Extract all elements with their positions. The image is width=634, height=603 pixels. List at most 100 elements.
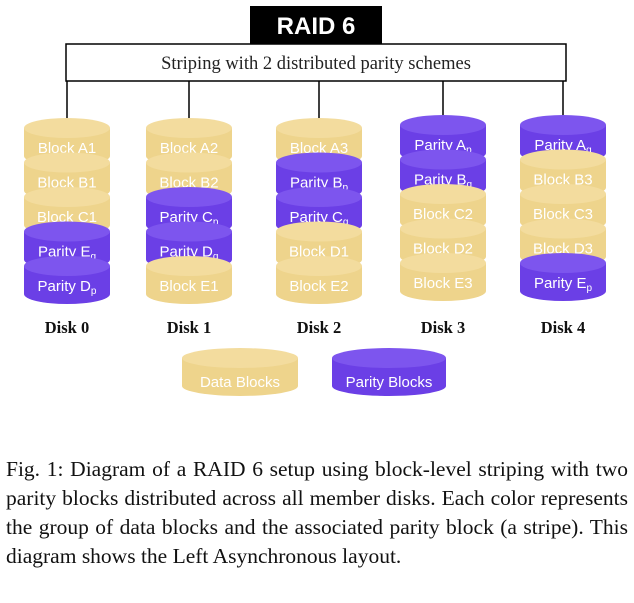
title-box (250, 6, 382, 44)
cylinder-top (276, 187, 362, 207)
block-label: Parity Bq (414, 172, 472, 191)
cylinder-top (146, 221, 232, 242)
block-label: Block E2 (289, 278, 348, 295)
block-label-main: Parity B (290, 175, 343, 192)
block-label-main: Parity E (534, 275, 587, 292)
block-label-main: Block E2 (289, 278, 348, 295)
subtitle-text: Striping with 2 distributed parity schem… (161, 54, 471, 74)
block-label-main: Parity A (534, 137, 586, 154)
block-label: Block B3 (533, 172, 592, 189)
title-text: RAID 6 (277, 13, 356, 40)
block-label: Parity Ap (414, 137, 472, 156)
block-label-main: Parity B (414, 172, 467, 189)
block-label: Block C3 (533, 206, 593, 223)
cylinder-top (332, 348, 446, 368)
cylinder-top (276, 256, 362, 276)
parity-block: Parity Dp (24, 256, 110, 304)
block-label: Block D2 (413, 241, 473, 258)
block-label: Block A1 (38, 140, 96, 157)
block-label-subscript: q (213, 252, 219, 263)
disk-label: Disk 3 (421, 318, 465, 337)
cylinder-top (400, 253, 486, 273)
data-block: Block E1 (146, 256, 232, 304)
block-label-main: Block D3 (533, 241, 593, 258)
block-label-main: Block A2 (160, 140, 218, 157)
block-label: Block B1 (37, 175, 96, 192)
cylinder-body (146, 266, 232, 304)
block-label: Parity Aq (534, 137, 591, 156)
block-label-subscript: p (466, 145, 472, 156)
block-label-main: Block A1 (38, 140, 96, 157)
block-label: Block B2 (159, 175, 218, 192)
cylinder-top (146, 152, 232, 173)
block-label-main: Block B2 (159, 175, 218, 192)
block-label-main: Block C1 (37, 209, 97, 226)
block-label-main: Block A3 (290, 140, 348, 157)
cylinder-body (24, 266, 110, 304)
block-label-main: Block C3 (533, 206, 593, 223)
legend: Data Blocks Parity Blocks (182, 348, 446, 396)
block-label: Parity Cp (160, 209, 219, 228)
block-label-main: Parity C (290, 209, 344, 226)
block-label: Block E3 (413, 275, 472, 292)
block-label: Block A3 (290, 140, 348, 157)
block-label-subscript: q (90, 252, 96, 263)
block-label-main: Block E1 (159, 278, 218, 295)
cylinder-top (24, 187, 110, 207)
block-label-main: Parity C (160, 209, 214, 226)
block-label: Parity Bp (290, 175, 349, 194)
block-label: Parity Cq (290, 209, 349, 228)
cylinder-top (520, 218, 606, 239)
disk-label: Disk 0 (45, 318, 89, 337)
block-label-subscript: p (586, 283, 592, 294)
block-label: Block E1 (159, 278, 218, 295)
cylinder-top (520, 149, 606, 170)
block-label-subscript: q (466, 180, 472, 191)
disk-label: Disk 2 (297, 318, 341, 337)
data-block: Block E2 (276, 256, 362, 304)
block-label: Block D1 (289, 244, 349, 261)
block-label-subscript: q (586, 145, 592, 156)
block-label: Block C1 (37, 209, 97, 226)
cylinder-top (520, 184, 606, 204)
cylinder-top (146, 187, 232, 207)
figure-caption: Fig. 1: Diagram of a RAID 6 setup using … (6, 457, 628, 568)
cylinder-body (182, 358, 298, 396)
parity-block: Parity Ep (520, 253, 606, 301)
legend-parity-cylinder: Parity Blocks (332, 348, 446, 396)
block-label: Parity Eq (38, 244, 96, 263)
block-label: Block C2 (413, 206, 473, 223)
raid6-diagram: RAID 6 Striping with 2 distributed parit… (24, 6, 606, 396)
subtitle-box (65, 43, 567, 82)
cylinder-top (520, 253, 606, 273)
block-label-main: Parity D (160, 244, 214, 261)
legend-label: Parity Blocks (346, 374, 433, 391)
cylinder-top (182, 348, 298, 368)
block-label-subscript: q (343, 217, 349, 228)
block-label: Parity Dq (160, 244, 219, 263)
cylinder-body (520, 263, 606, 301)
block-label-subscript: p (213, 217, 219, 228)
cylinder-top (520, 115, 606, 135)
block-label-main: Block C2 (413, 206, 473, 223)
block-label: Parity Ep (534, 275, 593, 294)
block-label: Block D3 (533, 241, 593, 258)
block-label-main: Block B1 (37, 175, 96, 192)
block-label: Block A2 (160, 140, 218, 157)
block-label-subscript: p (342, 183, 348, 194)
cylinder-top (400, 218, 486, 239)
disk-label: Disk 1 (167, 318, 211, 337)
block-label-main: Block E3 (413, 275, 472, 292)
data-block: Block E3 (400, 253, 486, 301)
cylinder-top (400, 149, 486, 170)
block-label-main: Parity D (38, 278, 92, 295)
block-label: Parity Dp (38, 278, 97, 297)
disk-stack: Block A1 Block B1 Block C1 Parity Eq Parity … (24, 118, 110, 304)
block-label-main: Block B3 (533, 172, 592, 189)
cylinder-top (146, 118, 232, 138)
legend-label: Data Blocks (200, 374, 280, 391)
